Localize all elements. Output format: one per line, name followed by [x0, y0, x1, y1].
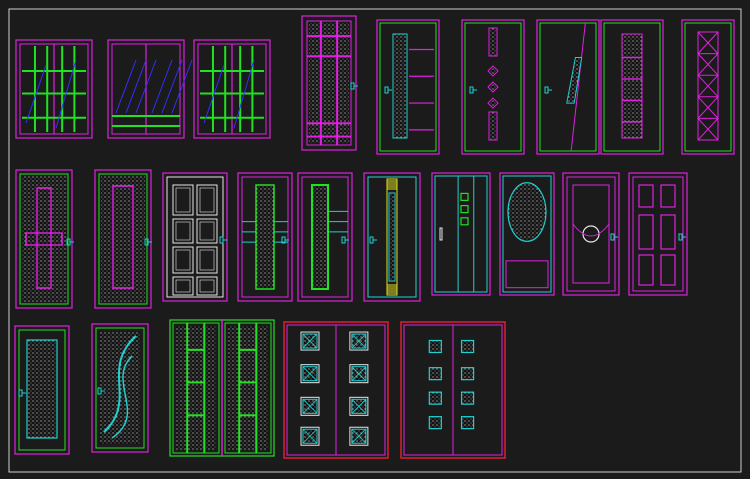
door-vertical-glass-1	[94, 169, 152, 309]
door-diamond-inserts	[461, 19, 525, 155]
door-dotted-grid	[301, 15, 358, 151]
door-x-lattice	[681, 19, 735, 155]
double-door-small-squares	[400, 321, 506, 459]
drawing-frame	[8, 8, 742, 473]
door-wave-glass	[91, 323, 149, 453]
door-slanted-glass	[536, 19, 600, 155]
door-oval-glass	[499, 172, 555, 296]
door-vertical-glass-strip	[376, 19, 440, 155]
window-grid-1	[15, 39, 93, 139]
window-diagonal	[107, 39, 193, 139]
door-circle-arch	[562, 172, 620, 296]
door-raised-panels-white	[162, 172, 228, 302]
door-glass-horizontal-bars-green	[297, 172, 353, 302]
door-cross-glass-1	[15, 169, 74, 309]
door-full-glass	[14, 325, 70, 455]
door-flush-three-squares	[431, 172, 491, 296]
double-door-square-inserts	[283, 321, 389, 459]
window-grid-2	[193, 39, 271, 139]
door-stacked-blocks	[600, 19, 664, 155]
door-yellow-strip	[363, 172, 421, 302]
door-six-panel	[628, 172, 688, 296]
door-glass-horizontal-bars	[237, 172, 293, 302]
double-door-dotted-panels	[169, 319, 275, 457]
